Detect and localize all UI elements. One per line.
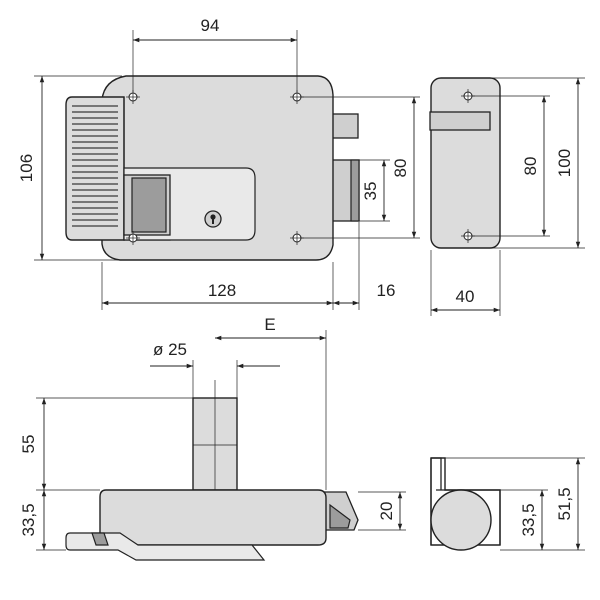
side-hole-bottom xyxy=(461,229,475,243)
push-button-face xyxy=(131,177,167,233)
end-view xyxy=(430,457,501,551)
top-view xyxy=(65,380,359,561)
side-hole-top xyxy=(461,89,475,103)
top-view-dimensions: ø 25 E 55 33,5 20 xyxy=(19,315,406,551)
side-bolt xyxy=(429,111,491,131)
dim-diameter-label: ø 25 xyxy=(153,340,187,359)
side-view-dimensions: 80 100 40 xyxy=(430,77,585,316)
dim-side-100-label: 100 xyxy=(555,149,574,177)
dim-e-label: E xyxy=(264,315,275,334)
top-body xyxy=(99,489,327,546)
key-cylinder-icon xyxy=(204,210,222,228)
dim-80-label: 80 xyxy=(391,159,410,178)
top-bolt-face xyxy=(329,503,351,529)
top-handle xyxy=(65,532,266,561)
side-view xyxy=(429,77,501,249)
dim-55-label: 55 xyxy=(19,435,38,454)
side-body xyxy=(430,77,501,249)
latch-bolt-face xyxy=(350,159,360,222)
mounting-holes xyxy=(126,90,304,245)
end-cylinder xyxy=(430,489,492,551)
dim-side-80-label: 80 xyxy=(521,157,540,176)
dim-16-label: 16 xyxy=(377,281,396,300)
dim-106-label: 106 xyxy=(17,154,36,182)
dim-33-5-label: 33,5 xyxy=(19,503,38,536)
dim-40-label: 40 xyxy=(456,287,475,306)
front-view xyxy=(65,75,360,261)
dim-128-label: 128 xyxy=(208,281,236,300)
dim-94-label: 94 xyxy=(201,16,220,35)
front-view-dimensions: 94 106 128 16 35 80 xyxy=(17,16,420,310)
end-view-dimensions: 33,5 51,5 xyxy=(445,457,585,551)
dim-35-label: 35 xyxy=(361,182,380,201)
dim-end-33-5-label: 33,5 xyxy=(519,503,538,536)
dim-51-5-label: 51,5 xyxy=(555,487,574,520)
top-handle-tab xyxy=(91,532,109,546)
handle-plate xyxy=(65,96,125,241)
handle-grille xyxy=(72,105,118,227)
dim-20-label: 20 xyxy=(377,502,396,521)
